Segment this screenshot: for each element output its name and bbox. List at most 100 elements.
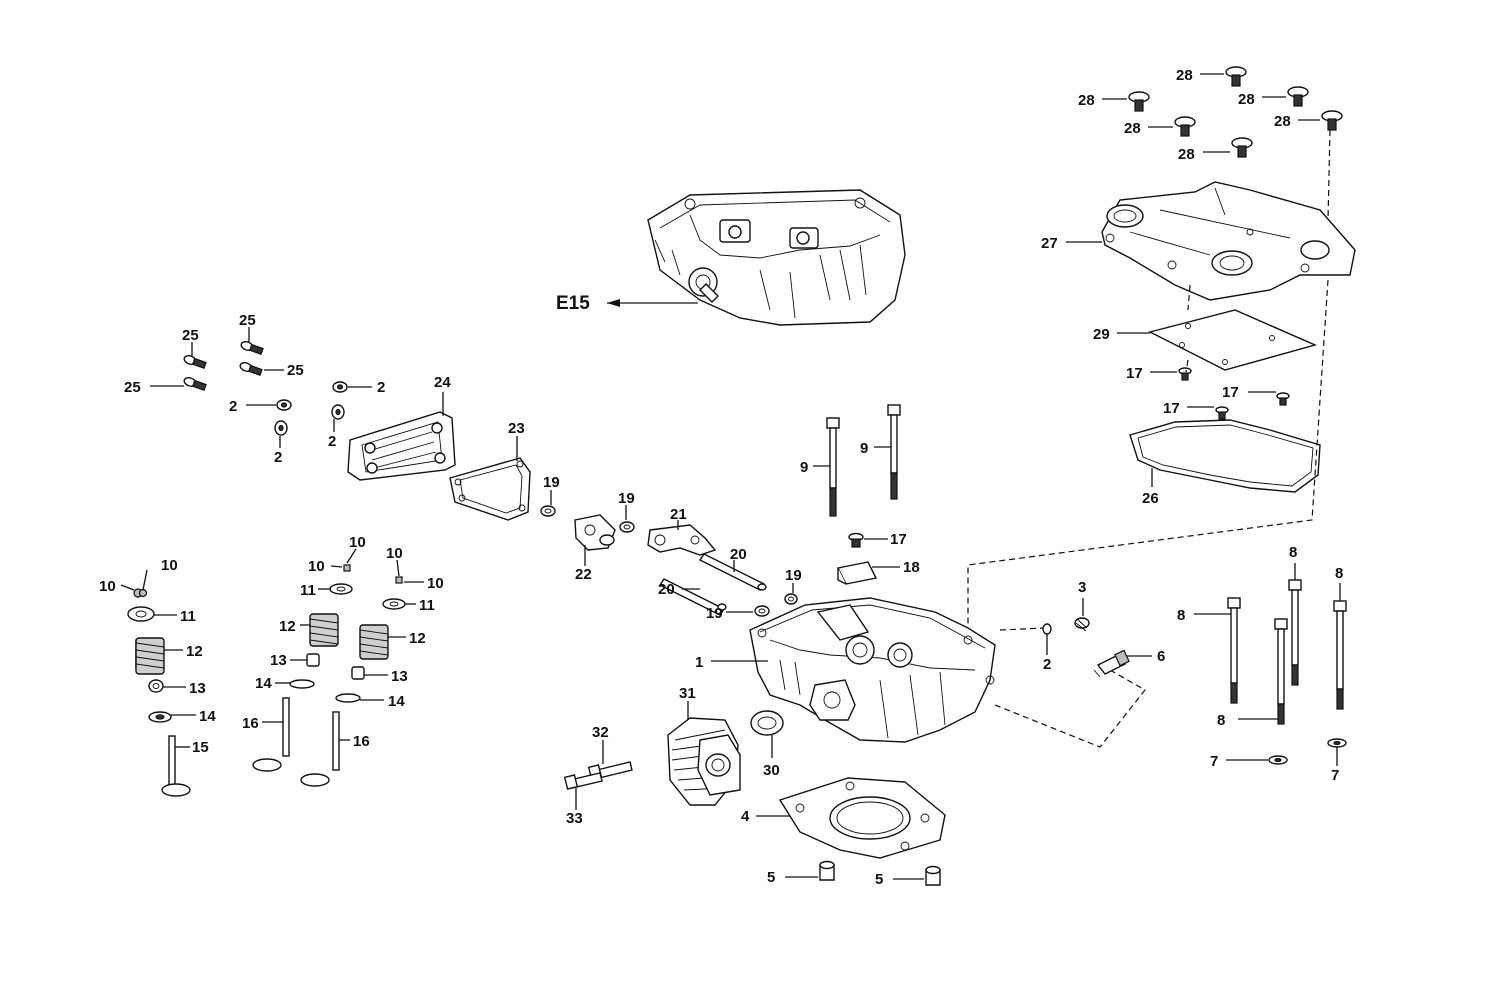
e15-arrowhead [607, 299, 620, 307]
label-5: 5 [875, 871, 883, 888]
label-11: 11 [180, 608, 196, 625]
stud-bolts-9 [826, 404, 901, 517]
label-2: 2 [274, 449, 282, 466]
label-21: 21 [670, 506, 687, 523]
label-28: 28 [1274, 113, 1291, 130]
label-e15: E15 [556, 293, 590, 314]
label-22: 22 [575, 566, 592, 583]
label-31: 31 [679, 685, 696, 702]
label-14: 14 [388, 693, 405, 710]
label-10: 10 [349, 534, 366, 551]
valve-assembly-left [127, 588, 191, 797]
label-17: 17 [890, 531, 907, 548]
label-11: 11 [419, 597, 435, 614]
label-18: 18 [903, 559, 920, 576]
intake-manifold-31 [667, 717, 741, 806]
label-25: 25 [182, 327, 199, 344]
bolt-33 [563, 772, 603, 790]
label-25: 25 [287, 362, 304, 379]
label-10: 10 [386, 545, 403, 562]
valve-cover-gasket [1129, 419, 1321, 493]
cover-gasket-plate [1148, 309, 1318, 371]
rocker-arm-21 [647, 524, 717, 556]
label-27: 27 [1041, 235, 1058, 252]
valve-assembly-pair [252, 564, 406, 787]
label-28: 28 [1238, 91, 1255, 108]
label-26: 26 [1142, 490, 1159, 507]
label-16: 16 [353, 733, 370, 750]
label-28: 28 [1178, 146, 1195, 163]
label-14: 14 [255, 675, 272, 692]
label-8: 8 [1289, 544, 1297, 561]
label-20: 20 [658, 581, 675, 598]
label-11: 11 [300, 582, 316, 599]
label-9: 9 [860, 440, 868, 457]
label-4: 4 [741, 808, 750, 825]
label-28: 28 [1176, 67, 1193, 84]
label-8: 8 [1335, 565, 1343, 582]
label-2: 2 [229, 398, 237, 415]
label-19: 19 [706, 605, 723, 622]
label-28: 28 [1124, 120, 1141, 137]
label-16: 16 [242, 715, 259, 732]
o-rings-19 [540, 505, 798, 617]
label-13: 13 [270, 652, 287, 669]
label-17: 17 [1163, 400, 1180, 417]
label-10: 10 [308, 558, 325, 575]
dowel-pins-5 [819, 860, 941, 886]
small-screws-17 [1178, 367, 1290, 420]
label-13: 13 [391, 668, 408, 685]
washers-7 [1268, 738, 1347, 765]
bolts-25 [183, 341, 264, 392]
label-8: 8 [1177, 607, 1185, 624]
label-24: 24 [434, 374, 451, 391]
label-32: 32 [592, 724, 609, 741]
label-17: 17 [1222, 384, 1239, 401]
temperature-sensor-6 [1093, 649, 1130, 678]
label-8: 8 [1217, 712, 1225, 729]
alignment-line [999, 627, 1046, 631]
valve-cover-bolts [1128, 66, 1343, 158]
label-33: 33 [566, 810, 583, 827]
label-1: 1 [695, 654, 703, 671]
label-28: 28 [1078, 92, 1095, 109]
label-19: 19 [618, 490, 635, 507]
stud-bolts-8 [1227, 579, 1347, 725]
label-25: 25 [124, 379, 141, 396]
label-14: 14 [199, 708, 216, 725]
label-5: 5 [767, 869, 775, 886]
rocker-shafts-20 [658, 553, 767, 616]
plugs-2-left [274, 381, 348, 436]
bolt-3 [1074, 617, 1090, 632]
intake-seal-30 [750, 710, 784, 736]
label-2: 2 [328, 433, 336, 450]
label-3: 3 [1078, 579, 1086, 596]
label-12: 12 [186, 643, 203, 660]
label-9: 9 [800, 459, 808, 476]
label-15: 15 [192, 739, 209, 756]
label-17: 17 [1126, 365, 1143, 382]
alignment-line [1185, 284, 1191, 373]
bracket-18 [836, 561, 878, 585]
rocker-arm-22 [574, 514, 616, 551]
label-7: 7 [1331, 767, 1339, 784]
head-gasket [778, 777, 946, 859]
label-2: 2 [377, 379, 385, 396]
label-10: 10 [427, 575, 444, 592]
label-19: 19 [543, 474, 560, 491]
label-12: 12 [409, 630, 426, 647]
label-13: 13 [189, 680, 206, 697]
label-10: 10 [99, 578, 116, 595]
label-19: 19 [785, 567, 802, 584]
label-7: 7 [1210, 753, 1218, 770]
label-12: 12 [279, 618, 296, 635]
side-cover-24 [347, 411, 456, 481]
label-30: 30 [763, 762, 780, 779]
valve-cover [1101, 181, 1356, 301]
side-cover-gasket-23 [449, 457, 531, 521]
label-10: 10 [161, 557, 178, 574]
plug-2-right [1042, 623, 1052, 635]
cylinder-head [749, 597, 996, 743]
screw-17-bracket [848, 532, 864, 548]
